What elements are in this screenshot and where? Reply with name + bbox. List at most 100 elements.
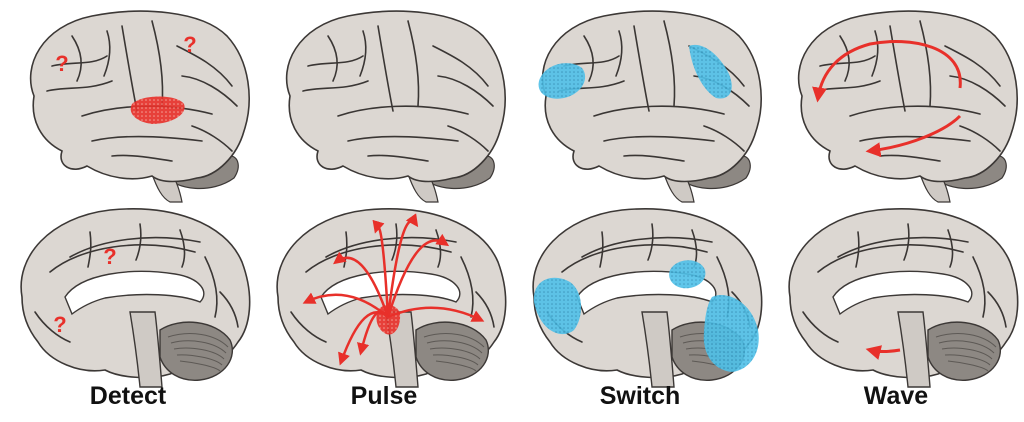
arrow-radiating xyxy=(386,213,419,318)
sulcus xyxy=(972,256,986,318)
sulcus xyxy=(179,229,186,268)
sulcus xyxy=(435,229,442,268)
sulcus xyxy=(302,80,369,92)
sulcus xyxy=(204,256,218,318)
cerebellum-folia xyxy=(173,347,225,360)
cerebellum-folia xyxy=(429,347,481,360)
brainstem-medial xyxy=(129,311,163,388)
cerebellum-folia xyxy=(176,354,223,366)
arrow-radiating xyxy=(372,219,390,318)
sulcus xyxy=(447,125,489,152)
highlight-frontal xyxy=(538,63,586,99)
panel-lateral-pulse xyxy=(285,10,506,203)
sulcus xyxy=(889,25,906,112)
sulcus xyxy=(599,231,604,268)
cerebellum-medial xyxy=(159,321,234,381)
cerebellum-folia xyxy=(423,333,485,348)
sulcus xyxy=(367,154,429,162)
sulcus xyxy=(391,223,398,261)
sulcus xyxy=(305,244,452,273)
cerebellum-folia xyxy=(944,354,991,366)
cerebellum-folia xyxy=(947,360,989,372)
sulcus xyxy=(849,105,981,117)
sulcus xyxy=(633,25,650,112)
sulcus xyxy=(593,105,725,117)
sulcus xyxy=(91,135,203,142)
sulcus xyxy=(359,30,367,77)
sulcus xyxy=(135,223,142,261)
sulcus xyxy=(947,229,954,268)
sulcus xyxy=(191,125,233,152)
sulcus xyxy=(343,231,348,268)
sulcus xyxy=(475,291,495,328)
panel-lateral-wave xyxy=(797,10,1018,203)
sulcus xyxy=(111,154,173,162)
cerebellum-folia xyxy=(435,360,477,372)
arrow-radiating xyxy=(387,306,485,322)
panel-medial-pulse xyxy=(276,208,507,388)
cerebellum-folia xyxy=(432,354,479,366)
sulcus xyxy=(949,75,1006,107)
sulcus xyxy=(959,125,1001,152)
question-mark: ? xyxy=(183,32,196,57)
sulcus xyxy=(103,30,111,77)
label-wave: Wave xyxy=(863,382,929,410)
sulcus xyxy=(181,75,238,107)
cerebellum-folia xyxy=(938,340,995,354)
sulcus xyxy=(919,20,932,107)
highlight-medial-frontal xyxy=(533,277,582,335)
sulcus xyxy=(46,80,113,92)
sulcus xyxy=(71,35,82,82)
sulcus xyxy=(663,20,676,107)
sulcus xyxy=(219,291,239,328)
sulcus xyxy=(327,35,338,82)
sulcus xyxy=(623,154,685,162)
sulcus xyxy=(561,244,708,273)
sulcus xyxy=(859,135,971,142)
panel-lateral-switch xyxy=(538,10,762,203)
sulcus xyxy=(903,223,910,261)
sulcus xyxy=(176,45,233,87)
brain-lateral-outline xyxy=(29,10,250,183)
arrow-radiating xyxy=(386,233,450,318)
arrow-ventral xyxy=(865,345,901,360)
cerebellum-folia xyxy=(941,347,993,360)
sulcus xyxy=(944,45,1001,87)
brainstem-medial xyxy=(641,311,675,388)
question-mark: ? xyxy=(103,244,116,269)
cerebellum-folia xyxy=(167,333,229,348)
highlight-parietal xyxy=(689,44,732,99)
brain-lateral-outline xyxy=(797,10,1018,183)
cerebellum-medial xyxy=(415,321,490,381)
label-switch: Switch xyxy=(599,382,681,410)
highlight-temporal xyxy=(130,96,185,124)
cerebellum-medial xyxy=(927,321,1002,381)
sulcus xyxy=(855,231,860,268)
sulcus xyxy=(290,311,327,343)
panel-lateral-detect: ?? xyxy=(29,10,250,203)
sulcus xyxy=(603,135,715,142)
sulcus xyxy=(703,125,745,152)
cerebellum-folia xyxy=(170,340,227,354)
sulcus xyxy=(34,311,71,343)
sulcus xyxy=(437,75,494,107)
sulcus xyxy=(377,25,394,112)
arrow-frontal-arc xyxy=(812,40,962,103)
arrow-radiating xyxy=(333,251,390,318)
panel-medial-switch xyxy=(532,208,763,388)
sulcus xyxy=(432,45,489,87)
sulcus xyxy=(987,291,1007,328)
sulcus xyxy=(337,105,469,117)
sulcus xyxy=(49,244,196,273)
sulcus xyxy=(583,35,594,82)
sulcus xyxy=(879,154,941,162)
brain-lateral-outline xyxy=(285,10,506,183)
sulcus xyxy=(407,20,420,107)
label-detect: Detect xyxy=(89,382,167,410)
corpus-callosum xyxy=(832,270,973,316)
sulcus xyxy=(615,30,623,77)
highlight-occipital xyxy=(703,295,759,372)
sulcus xyxy=(839,35,850,82)
corpus-callosum xyxy=(64,270,205,316)
